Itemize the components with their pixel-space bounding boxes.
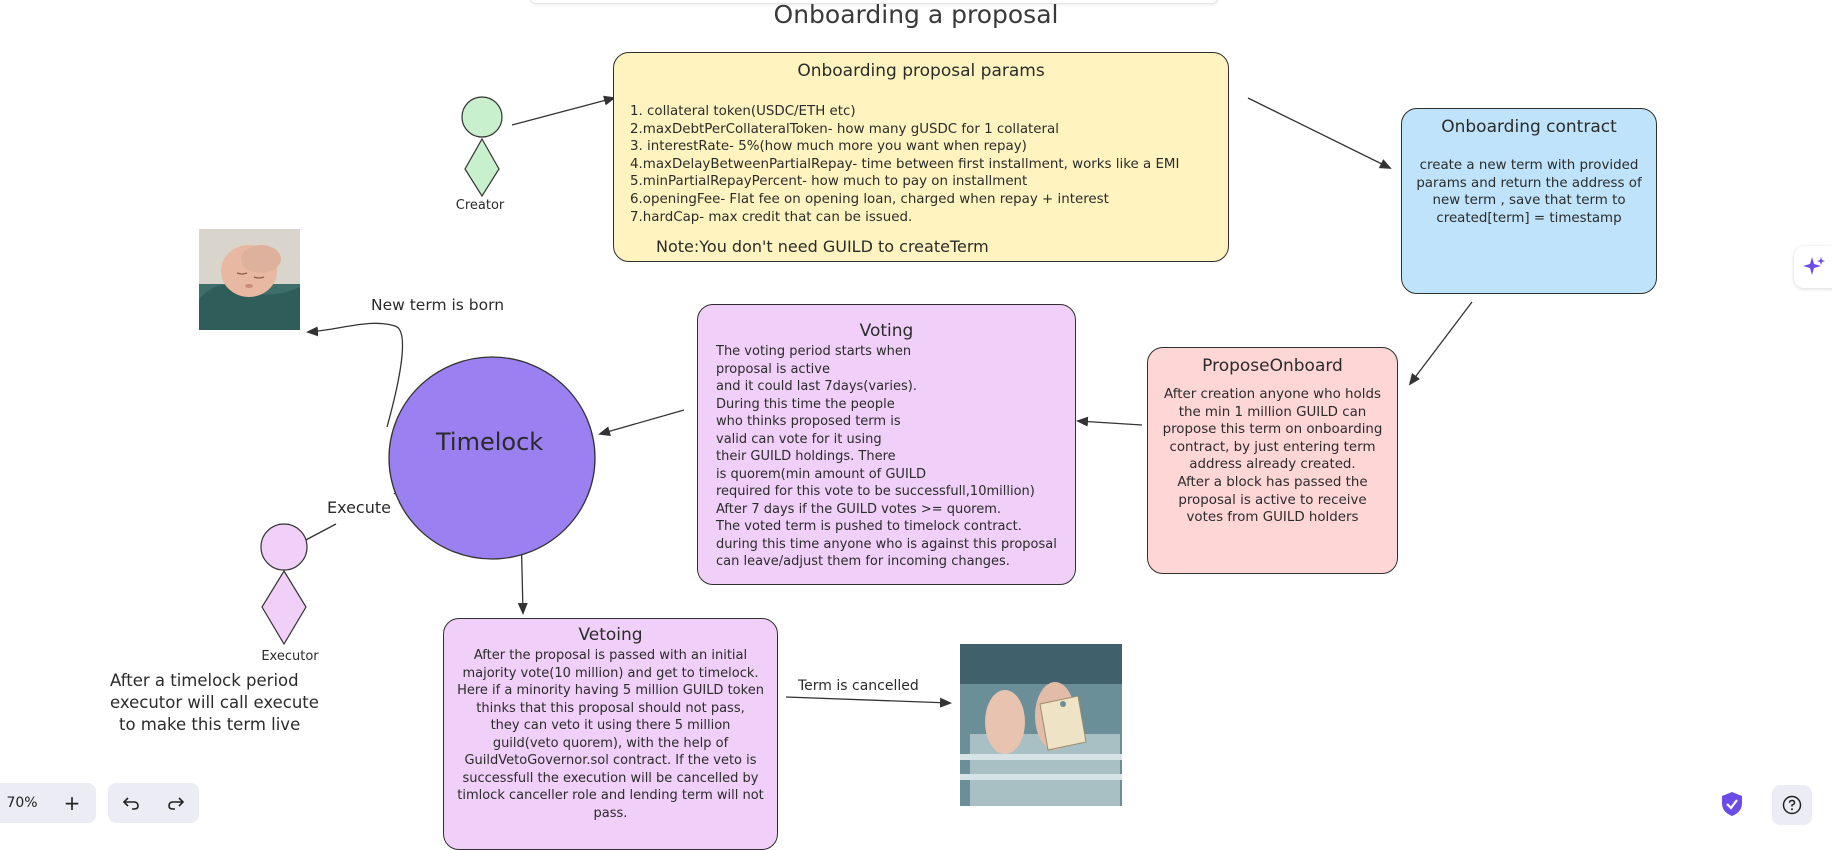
redo-button[interactable]: [153, 783, 198, 823]
voting-line: proposal is active: [716, 361, 830, 377]
onboarding-contract-box[interactable]: Onboarding contract create a new term wi…: [1401, 108, 1657, 294]
arrow-voting-to-timelock: [598, 409, 685, 437]
propose-box-title: ProposeOnboard: [1202, 356, 1343, 376]
vetoing-line: guild(veto quorem), with the help of: [492, 735, 729, 751]
params-line: 7.hardCap- max credit that can be issued…: [630, 209, 913, 225]
voting-line: is quorem(min amount of GUILD: [716, 466, 927, 482]
cancelled-term-image: [960, 644, 1122, 806]
voting-line: valid can vote for it using: [716, 431, 882, 447]
contract-box-text: create a new term with provided params a…: [1402, 157, 1656, 227]
contract-line: params and return the address of: [1416, 175, 1642, 191]
propose-line: After creation anyone who holds: [1164, 387, 1381, 402]
voting-line: can leave/adjust them for incoming chang…: [716, 554, 1010, 569]
contract-line: new term , save that term to: [1432, 193, 1626, 209]
params-list: 1. collateral token(USDC/ETH etc) 2.maxD…: [630, 103, 1179, 226]
vetoing-line: Here if a minority having 5 million GUIL…: [457, 683, 764, 698]
new-term-label: New term is born: [371, 296, 505, 314]
voting-line: required for this vote to be successfull…: [716, 484, 1035, 499]
vetoing-line: pass.: [593, 805, 628, 821]
propose-line: proposal is active to receive: [1178, 492, 1367, 508]
propose-line: the min 1 million GUILD can: [1178, 404, 1367, 420]
propose-line: address already created.: [1189, 457, 1356, 473]
propose-line: After a block has passed the: [1177, 474, 1368, 490]
params-line: 6.openingFee- Flat fee on opening loan, …: [630, 191, 1109, 207]
help-icon: [1782, 795, 1802, 815]
newborn-image: [199, 229, 300, 330]
voting-box-title: Voting: [859, 321, 914, 341]
voting-line: After 7 days if the GUILD votes >= quore…: [716, 501, 1002, 517]
params-line: 4.maxDelayBetweenPartialRepay- time betw…: [630, 156, 1180, 172]
contract-line: created[term] = timestamp: [1436, 210, 1622, 226]
help-button[interactable]: [1772, 785, 1812, 825]
params-line: 3. interestRate- 5%(how much more you wa…: [630, 139, 1027, 155]
vetoing-box-title: Vetoing: [578, 625, 643, 645]
params-line: 2.maxDebtPerCollateralToken- how many gU…: [630, 121, 1059, 137]
zoom-controls: 70% +: [0, 783, 96, 823]
voting-line: during this time anyone who is against t…: [716, 536, 1057, 552]
propose-line: votes from GUILD holders: [1186, 510, 1359, 526]
voting-line: The voting period starts when: [716, 344, 912, 359]
voting-box-text: The voting period starts when proposal i…: [716, 343, 1057, 571]
params-note: Note:You don't need GUILD to createTerm: [656, 237, 989, 256]
arrow-propose-to-voting: [1076, 416, 1143, 427]
voting-line: The voted term is pushed to timelock con…: [716, 519, 1022, 534]
voting-line: who thinks proposed term is: [716, 414, 901, 429]
zoom-in-button[interactable]: +: [63, 791, 81, 815]
params-line: 5.minPartialRepayPercent- how much to pa…: [630, 174, 1028, 190]
arrow-contract-to-propose: [1408, 301, 1473, 386]
executor-note-line: executor will call execute: [110, 693, 319, 712]
propose-box-text: After creation anyone who holds the min …: [1148, 386, 1397, 527]
vetoing-line: After the proposal is passed with an ini…: [473, 648, 748, 663]
params-line: 1. collateral token(USDC/ETH etc): [630, 104, 856, 119]
page-title: Onboarding a proposal: [773, 0, 1059, 29]
voting-line: their GUILD holdings. There: [716, 449, 896, 464]
undo-icon: [122, 797, 139, 810]
executor-note-line: After a timelock period: [110, 671, 299, 690]
arrow-params-to-contract: [1247, 97, 1392, 169]
history-controls: [108, 783, 199, 823]
voting-box[interactable]: Voting The voting period starts when pro…: [697, 304, 1076, 585]
params-box-title: Onboarding proposal params: [797, 61, 1045, 81]
timelock-label: Timelock: [436, 428, 544, 456]
executor-note: After a timelock period executor will ca…: [110, 670, 319, 736]
contract-box-title: Onboarding contract: [1441, 117, 1617, 137]
term-cancelled-label: Term is cancelled: [798, 678, 919, 694]
undo-button[interactable]: [108, 783, 153, 823]
arrow-creator-to-params: [511, 95, 616, 126]
voting-line: During this time the people: [716, 396, 895, 412]
params-box[interactable]: Onboarding proposal params 1. collateral…: [613, 52, 1229, 262]
zoom-level[interactable]: 70%: [6, 795, 38, 811]
vetoing-line: thinks that this proposal should not pas…: [476, 700, 745, 716]
redo-icon: [167, 797, 184, 810]
propose-onboard-box[interactable]: ProposeOnboard After creation anyone who…: [1147, 347, 1398, 574]
executor-label: Executor: [261, 649, 319, 664]
creator-figure: [461, 96, 503, 198]
ai-assistant-button[interactable]: [1794, 246, 1832, 288]
vetoing-box[interactable]: Vetoing After the proposal is passed wit…: [443, 618, 778, 850]
executor-figure: [260, 523, 308, 646]
contract-line: create a new term with provided: [1419, 158, 1639, 173]
execute-label: Execute: [327, 498, 391, 517]
propose-line: propose this term on onboarding: [1162, 422, 1383, 438]
voting-line: and it could last 7days(varies).: [716, 379, 917, 394]
vetoing-line: timlock canceller role and lending term …: [457, 788, 764, 803]
vetoing-line: they can veto it using there 5 million: [490, 718, 731, 733]
vetoing-line: GuildVetoGovernor.sol contract. If the v…: [464, 753, 757, 768]
creator-label: Creator: [455, 198, 505, 213]
executor-note-line: to make this term live: [119, 715, 301, 734]
vetoing-line: majority vote(10 million) and get to tim…: [462, 665, 759, 681]
sparkle-icon: [1803, 257, 1825, 275]
vetoing-line: successfull the execution will be cancel…: [462, 770, 759, 786]
timelock-circle[interactable]: [386, 354, 600, 562]
arrow-vetoing-to-cancelled: [785, 696, 952, 708]
shield-check-icon: [1722, 792, 1742, 816]
shield-button[interactable]: [1716, 788, 1748, 820]
propose-line: contract, by just entering term: [1169, 439, 1376, 455]
vetoing-box-text: After the proposal is passed with an ini…: [444, 647, 777, 822]
